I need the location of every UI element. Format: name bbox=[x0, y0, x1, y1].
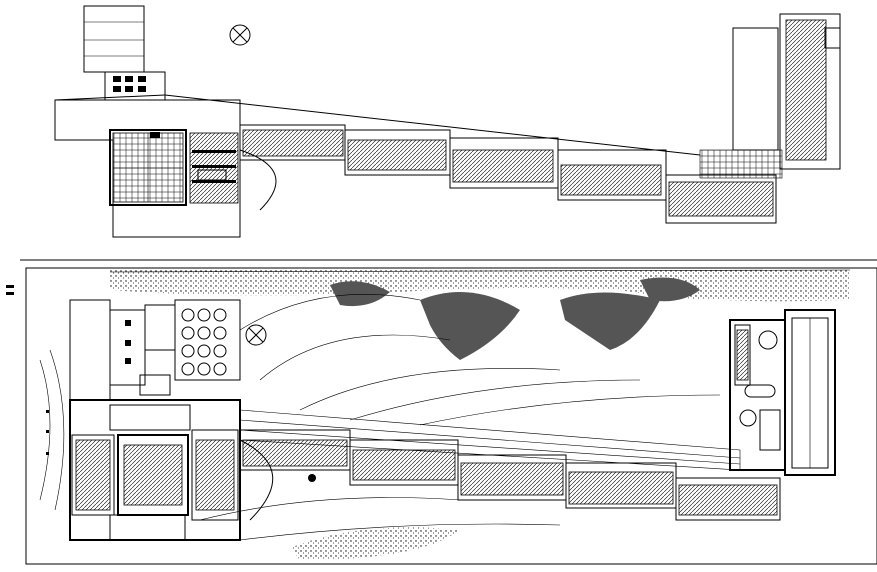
bottom-terrain bbox=[290, 527, 460, 560]
upper-floor-plan bbox=[54, 5, 841, 238]
circle-cross-icon bbox=[229, 24, 251, 46]
site-classroom-wings bbox=[239, 429, 781, 521]
site-circle-cross-icon bbox=[245, 324, 267, 346]
shoreline-terrain bbox=[110, 268, 850, 360]
contour-lines bbox=[39, 293, 721, 541]
site-main-building bbox=[69, 399, 241, 541]
upper-main-block bbox=[54, 99, 277, 238]
site-left-cluster bbox=[69, 299, 241, 401]
site-right-tower bbox=[729, 309, 836, 476]
upper-entry-blocks bbox=[83, 5, 166, 101]
annotation-marks bbox=[6, 285, 49, 455]
upper-tower bbox=[699, 13, 841, 179]
site-plan bbox=[25, 267, 877, 565]
upper-classroom-wings bbox=[239, 124, 777, 224]
